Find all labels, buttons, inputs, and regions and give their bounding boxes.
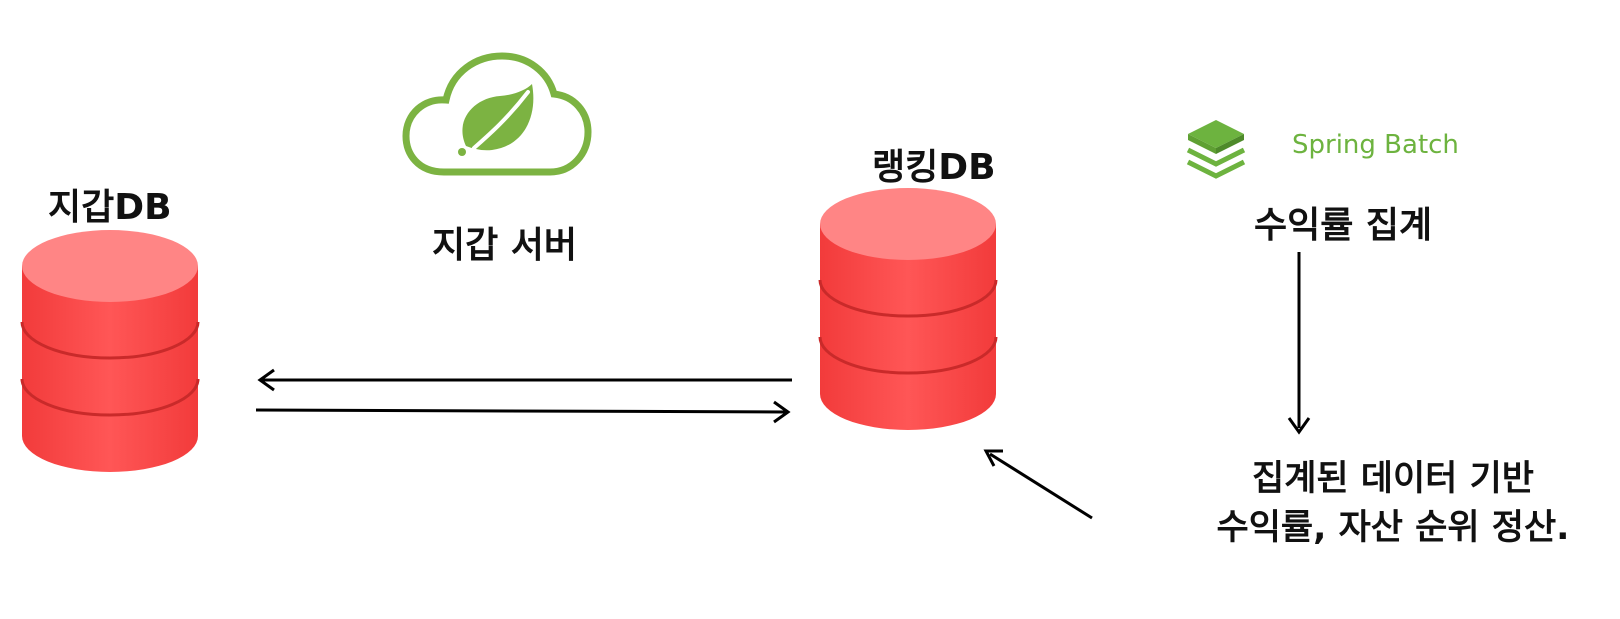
spring-cloud-leaf-icon: [402, 52, 592, 176]
wallet-server-label: 지갑 서버: [432, 225, 578, 266]
result-line-1: 집계된 데이터 기반: [1252, 459, 1534, 499]
ranking-db-label: 랭킹DB: [872, 147, 996, 188]
wallet-db-label: 지갑DB: [48, 187, 172, 228]
result-label: 집계된 데이터 기반 수익률, 자산 순위 정산.: [1198, 455, 1588, 553]
spring-batch-logo-icon: [1186, 120, 1246, 179]
ranking-db-cylinder: [818, 188, 998, 430]
wallet-db-cylinder: [20, 230, 200, 472]
result-line-2: 수익률, 자산 순위 정산.: [1216, 508, 1570, 548]
spring-batch-brand: Spring Batch: [1292, 130, 1459, 160]
batch-task-label: 수익률 집계: [1254, 205, 1433, 246]
